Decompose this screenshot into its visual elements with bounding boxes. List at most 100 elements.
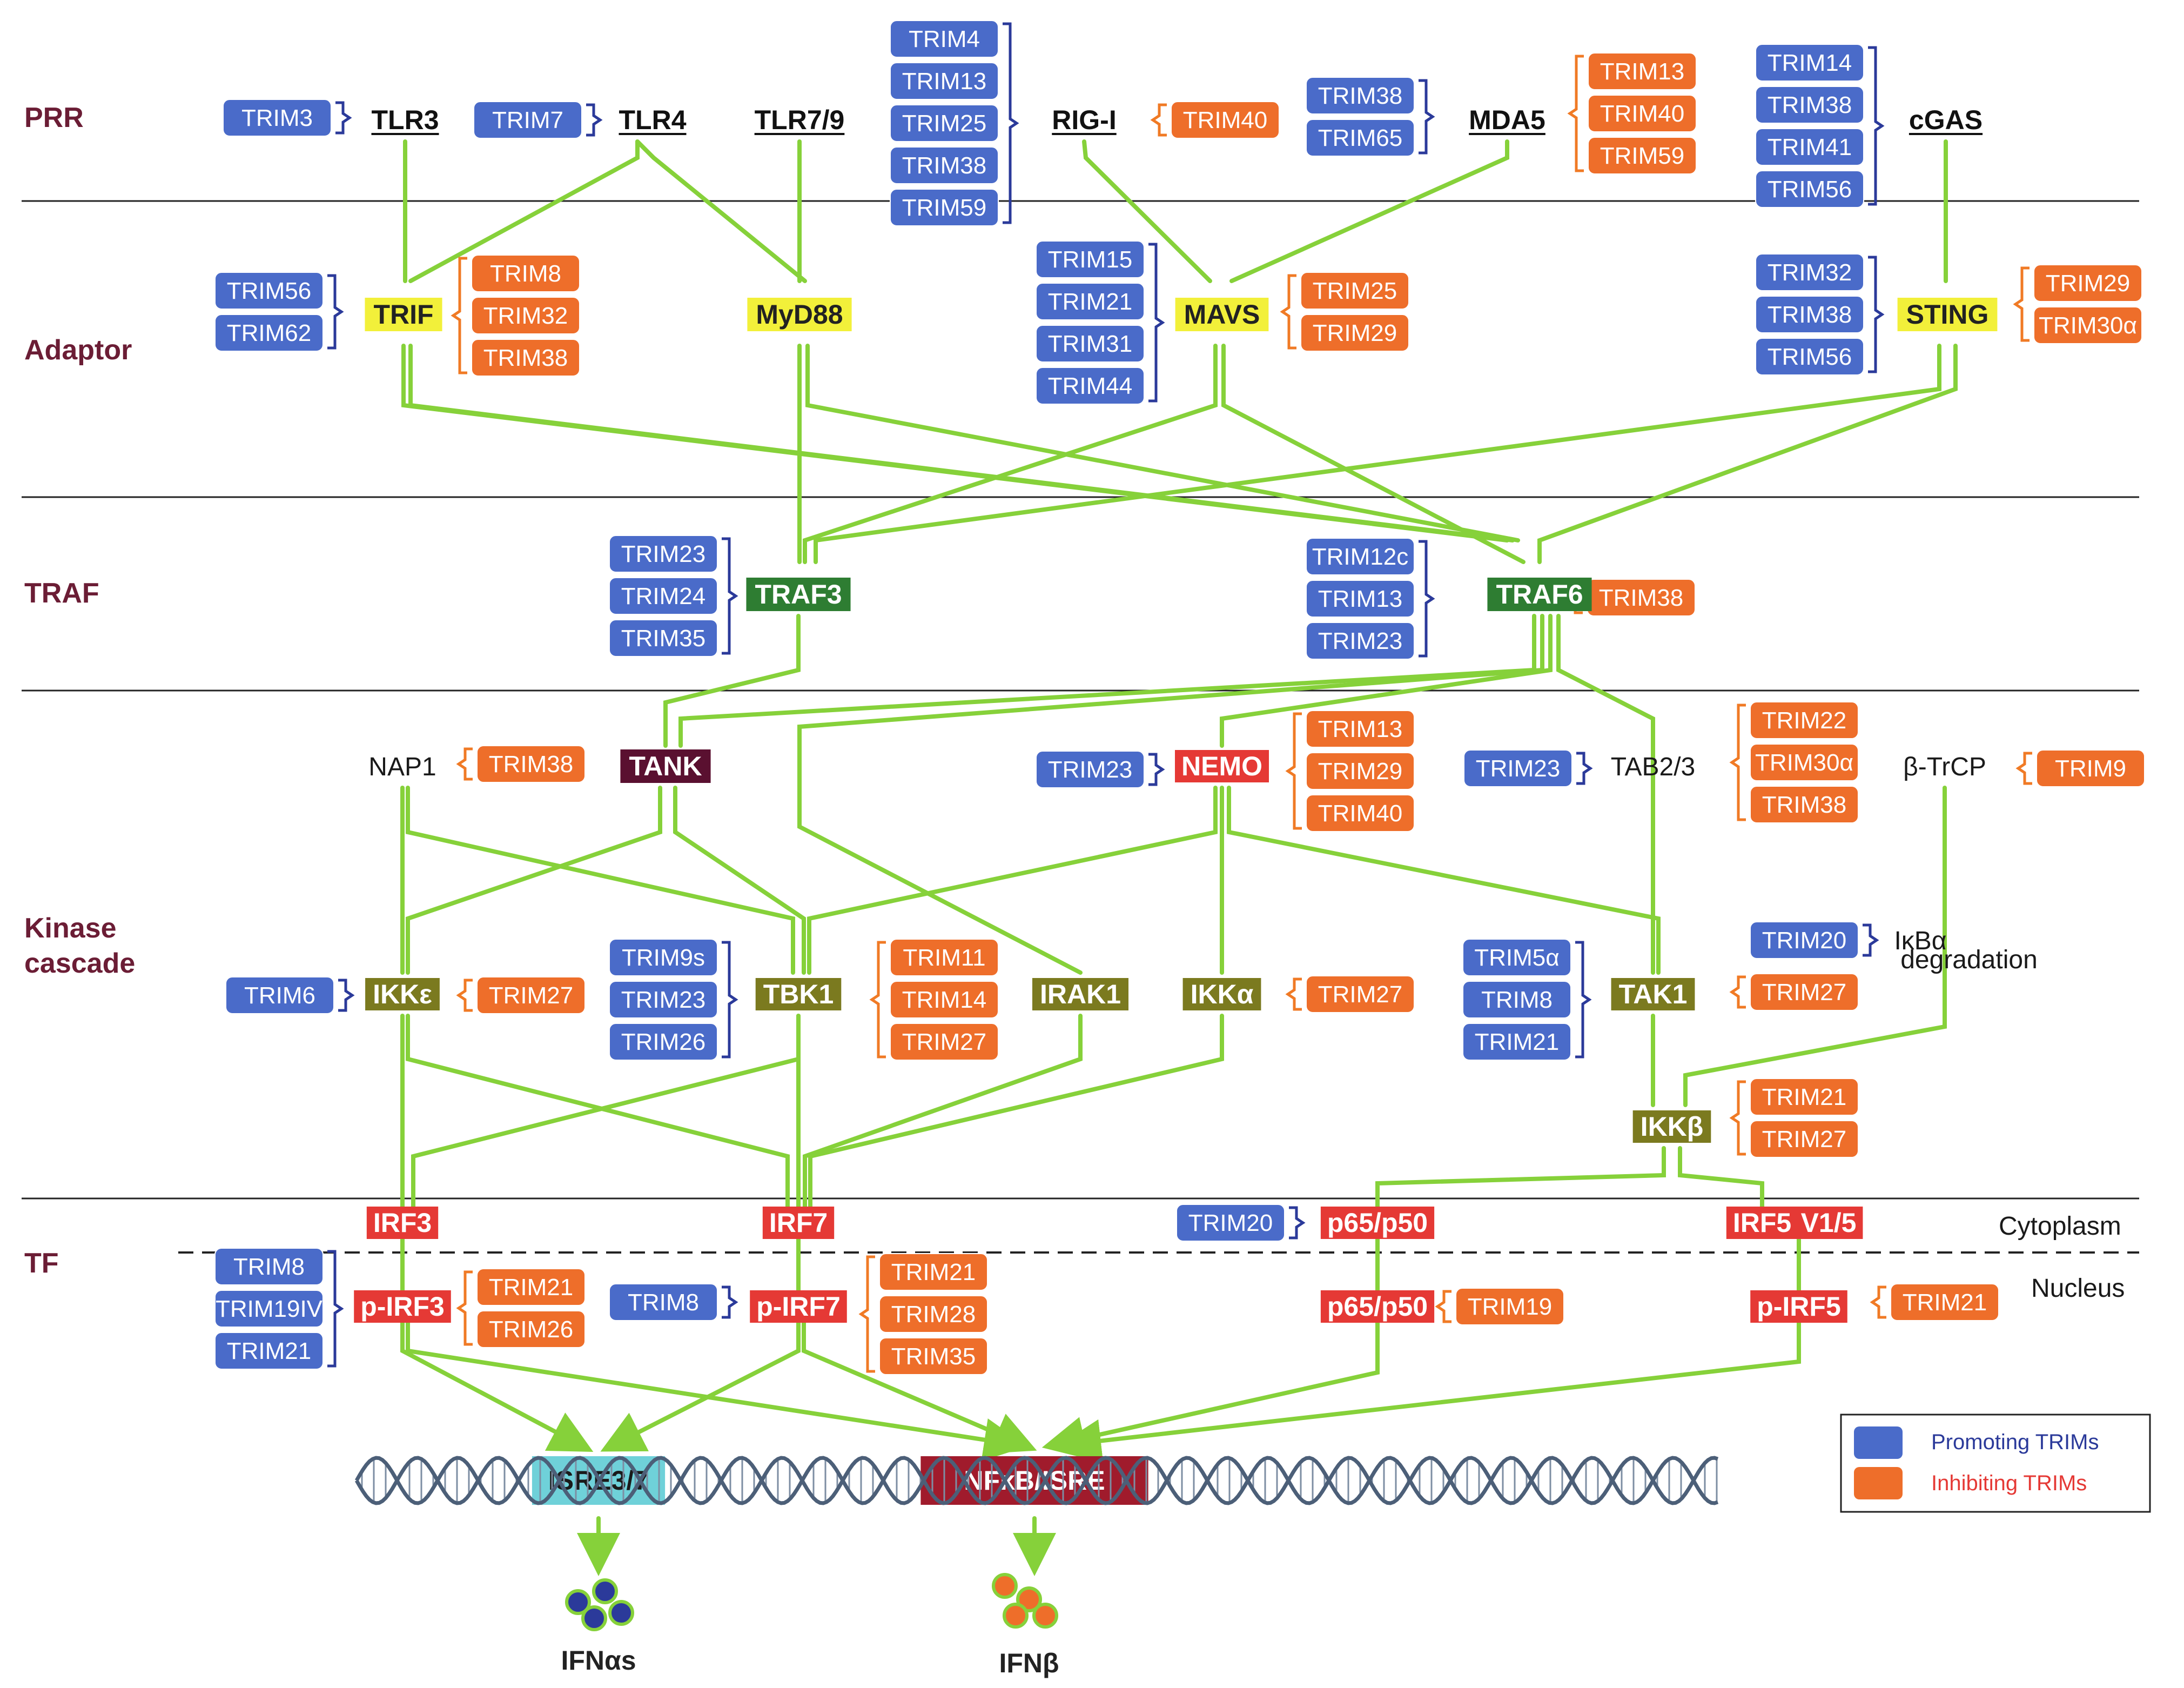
signal-line <box>803 344 1218 564</box>
trim-label: TRIM21 <box>1903 1289 1987 1316</box>
node-label-traf6: TRAF6 <box>1496 579 1583 609</box>
trim-label: TRIM8 <box>1481 987 1553 1013</box>
legend-inhibiting-label: Inhibiting TRIMs <box>1931 1471 2087 1495</box>
trim-bracket <box>1567 55 1584 172</box>
signal-line <box>408 139 640 283</box>
trim-box <box>609 981 718 1019</box>
node-cgas: cGAS <box>1909 105 1983 135</box>
trim-group-g_ikba: TRIM20 <box>1750 921 1859 959</box>
node-label-pirf7: p-IRF7 <box>756 1291 841 1322</box>
trim-label: TRIM28 <box>891 1301 976 1328</box>
trim-box <box>609 619 718 657</box>
trim-box <box>225 976 334 1014</box>
ifn-alpha-dot <box>565 1589 591 1615</box>
trim-box <box>879 1253 988 1291</box>
node-irak1: IRAK1 <box>1032 978 1129 1010</box>
trim-label: TRIM8 <box>628 1289 699 1316</box>
trim-group-g_btrcp: TRIM9 <box>2036 749 2145 787</box>
trim-label: TRIM21 <box>227 1338 311 1364</box>
trim-label: TRIM59 <box>902 195 986 221</box>
node-label-pirf5: p-IRF5 <box>1757 1291 1841 1322</box>
signal-arrow <box>600 1321 801 1452</box>
trim-group-g_tak1_i: TRIM27 <box>1750 973 1859 1011</box>
trim-label: TRIM40 <box>1183 107 1267 133</box>
signal-line <box>803 1014 1083 1209</box>
trim-bracket <box>1575 941 1592 1059</box>
trim-box <box>890 20 999 58</box>
node-mavs: MAVS <box>1175 298 1269 331</box>
signal-line <box>1227 786 1661 975</box>
trim-label: TRIM14 <box>902 987 986 1013</box>
ifn-alpha-dot <box>608 1600 634 1626</box>
trim-bracket <box>2013 266 2030 342</box>
trim-bracket <box>451 257 467 374</box>
trim-box <box>223 99 332 137</box>
trim-label: TRIM19 <box>1468 1294 1552 1320</box>
trim-label: TRIM13 <box>1600 58 1684 85</box>
node-label-mavs: MAVS <box>1184 299 1260 330</box>
trim-box <box>1300 314 1409 352</box>
node-box-sting <box>1897 298 1998 331</box>
trim-group-g_tab_p: TRIM23 <box>1463 749 1573 787</box>
trim-label: TRIM19IV <box>216 1296 323 1322</box>
trim-box <box>214 314 324 352</box>
trim-box <box>1755 128 1864 166</box>
trim-label: TRIM25 <box>1313 278 1397 304</box>
trim-label: TRIM38 <box>1599 585 1683 611</box>
trim-label: TRIM30α <box>2039 312 2137 339</box>
node-label-v15: V1/5 <box>1801 1208 1857 1238</box>
ifn-beta-output: IFNβ <box>992 1573 1059 1678</box>
trim-label: TRIM30α <box>1755 749 1853 776</box>
trim-label: TRIM27 <box>1762 979 1846 1006</box>
trim-bracket <box>327 1250 344 1368</box>
trim-group-g_nemo_p: TRIM23 <box>1036 751 1145 788</box>
node-tab23: TAB2/3 <box>1611 753 1696 781</box>
signal-line <box>1082 139 1212 283</box>
node-ikba1: IκBα <box>1894 927 1946 955</box>
node-label-sting: STING <box>1906 299 1989 330</box>
node-label-ikke: IKKε <box>373 979 432 1009</box>
signal-line <box>663 614 801 748</box>
node-label-irf3: IRF3 <box>373 1208 432 1238</box>
trim-box <box>890 1023 999 1061</box>
trim-box <box>1306 752 1415 790</box>
node-traf6: TRAF6 <box>1487 578 1592 611</box>
trim-label: TRIM56 <box>227 278 311 304</box>
trim-label: TRIM21 <box>489 1274 573 1301</box>
signal-line <box>1556 614 1655 975</box>
signal-line <box>808 1014 1224 1209</box>
trim-box <box>1036 367 1145 405</box>
nucleus-label: Nucleus <box>2031 1274 2125 1303</box>
trim-label: TRIM65 <box>1318 125 1402 151</box>
legend-inhibiting-swatch <box>1854 1467 1903 1499</box>
trim-bracket <box>335 101 352 135</box>
signal-line <box>1537 344 1958 564</box>
trim-group-g_rigi_i: TRIM40 <box>1171 101 1280 139</box>
node-p65c: p65/p50 <box>1320 1207 1435 1239</box>
trim-box <box>1588 137 1697 175</box>
node-label-irf5: IRF5 <box>1733 1208 1791 1238</box>
trim-bracket <box>1289 1206 1306 1240</box>
ifn-alpha-dot <box>581 1605 607 1631</box>
trim-label: TRIM56 <box>1768 344 1852 370</box>
trim-box <box>890 62 999 100</box>
signal-line <box>635 139 807 283</box>
node-nemo: NEMO <box>1175 750 1269 782</box>
trim-label: TRIM21 <box>1475 1029 1559 1055</box>
trim-label: TRIM62 <box>227 320 311 346</box>
trim-label: TRIM29 <box>1313 320 1397 346</box>
section-traf: TRAF <box>24 578 99 609</box>
trim-box <box>1462 981 1571 1019</box>
trim-box <box>476 976 586 1014</box>
trim-box <box>471 339 580 377</box>
section-labels: PRR Adaptor TRAF Kinase cascade TF <box>24 102 135 1279</box>
trim-label: TRIM13 <box>902 68 986 95</box>
trim-bracket <box>722 941 738 1059</box>
trim-bracket <box>1729 704 1746 821</box>
